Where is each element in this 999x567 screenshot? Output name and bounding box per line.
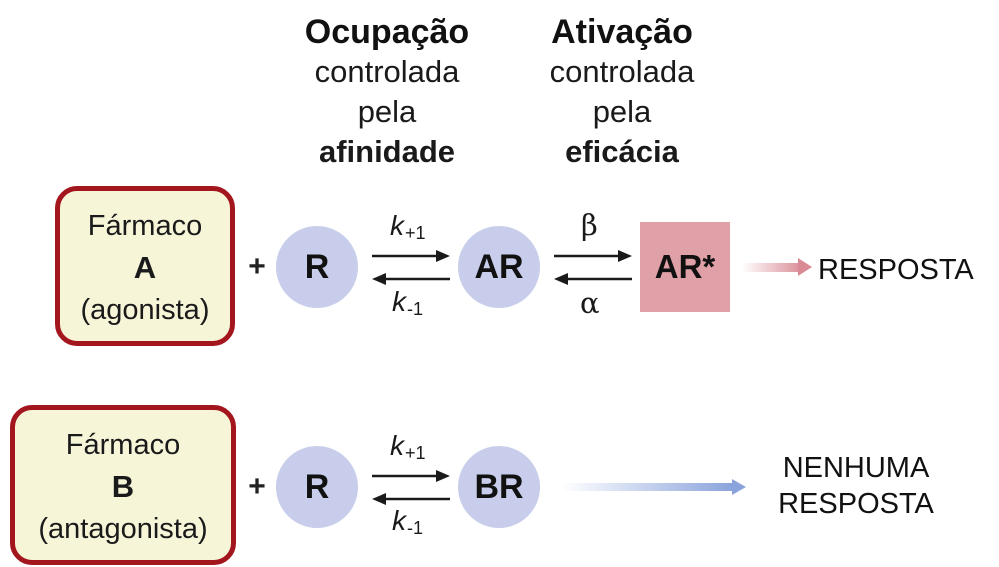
arrow-reverse-a: [372, 273, 450, 285]
rate-k-plus1-b-symbol: k: [390, 430, 404, 461]
plus-sign-a: +: [248, 250, 266, 283]
drug-b-type: (antagonista): [38, 513, 208, 545]
activation-emphasis: eficácia: [565, 134, 679, 169]
drug-a-label: Fármaco: [87, 210, 203, 242]
activation-line2: pela: [592, 94, 652, 129]
drug-b-label: Fármaco: [65, 429, 181, 461]
no-response-line2: RESPOSTA: [778, 488, 934, 520]
arrow-forward-beta: [554, 250, 632, 262]
occupation-title: Ocupação: [304, 13, 470, 51]
drug-b-letter: B: [111, 469, 135, 504]
occupation-line2: pela: [357, 94, 417, 129]
rate-k-minus1-a-sub: -1: [407, 299, 424, 319]
activation-title: Ativação: [551, 13, 693, 51]
complex-br: BR: [458, 446, 540, 528]
response-arrow: [742, 258, 812, 276]
rate-k-minus1-b-symbol: k: [392, 505, 406, 536]
occupation-header: Ocupação controlada pela afinidade: [282, 12, 492, 172]
rate-k-minus1-b: k-1: [392, 505, 423, 539]
arrow-reverse-b: [372, 493, 450, 505]
rate-k-plus1-b-sub: +1: [405, 443, 426, 463]
rate-k-plus1-a-sub: +1: [405, 223, 426, 243]
beta-constant: β: [581, 208, 598, 242]
arrow-forward-a: [372, 250, 450, 262]
activation-header: Ativação controlada pela eficácia: [522, 12, 722, 172]
no-response-line1: NENHUMA: [782, 452, 930, 484]
arrow-forward-b: [372, 470, 450, 482]
receptor-r-a: R: [276, 226, 358, 308]
receptor-r-b: R: [276, 446, 358, 528]
complex-ar: AR: [458, 226, 540, 308]
drug-a-type: (agonista): [80, 294, 210, 326]
rate-k-minus1-a-symbol: k: [392, 286, 406, 317]
rate-k-plus1-a-symbol: k: [390, 210, 404, 241]
rate-k-minus1-a: k-1: [392, 286, 423, 320]
drug-b-box: Fármaco B (antagonista): [10, 405, 236, 565]
no-response-arrow: [562, 479, 746, 495]
response-label: RESPOSTA: [818, 254, 974, 286]
drug-a-box: Fármaco A (agonista): [55, 186, 235, 346]
active-complex-ar-star: AR*: [640, 222, 730, 312]
rate-k-minus1-b-sub: -1: [407, 518, 424, 538]
no-response-text: NENHUMA RESPOSTA: [756, 450, 956, 522]
plus-sign-b: +: [248, 470, 266, 503]
activation-line1: controlada: [549, 54, 695, 89]
occupation-emphasis: afinidade: [318, 134, 456, 169]
arrow-reverse-alpha: [554, 273, 632, 285]
occupation-line1: controlada: [314, 54, 460, 89]
response-text: RESPOSTA: [818, 252, 974, 288]
drug-a-letter: A: [133, 250, 157, 285]
rate-k-plus1-a: k+1: [390, 210, 426, 244]
rate-k-plus1-b: k+1: [390, 430, 426, 464]
alpha-constant: α: [580, 286, 600, 320]
